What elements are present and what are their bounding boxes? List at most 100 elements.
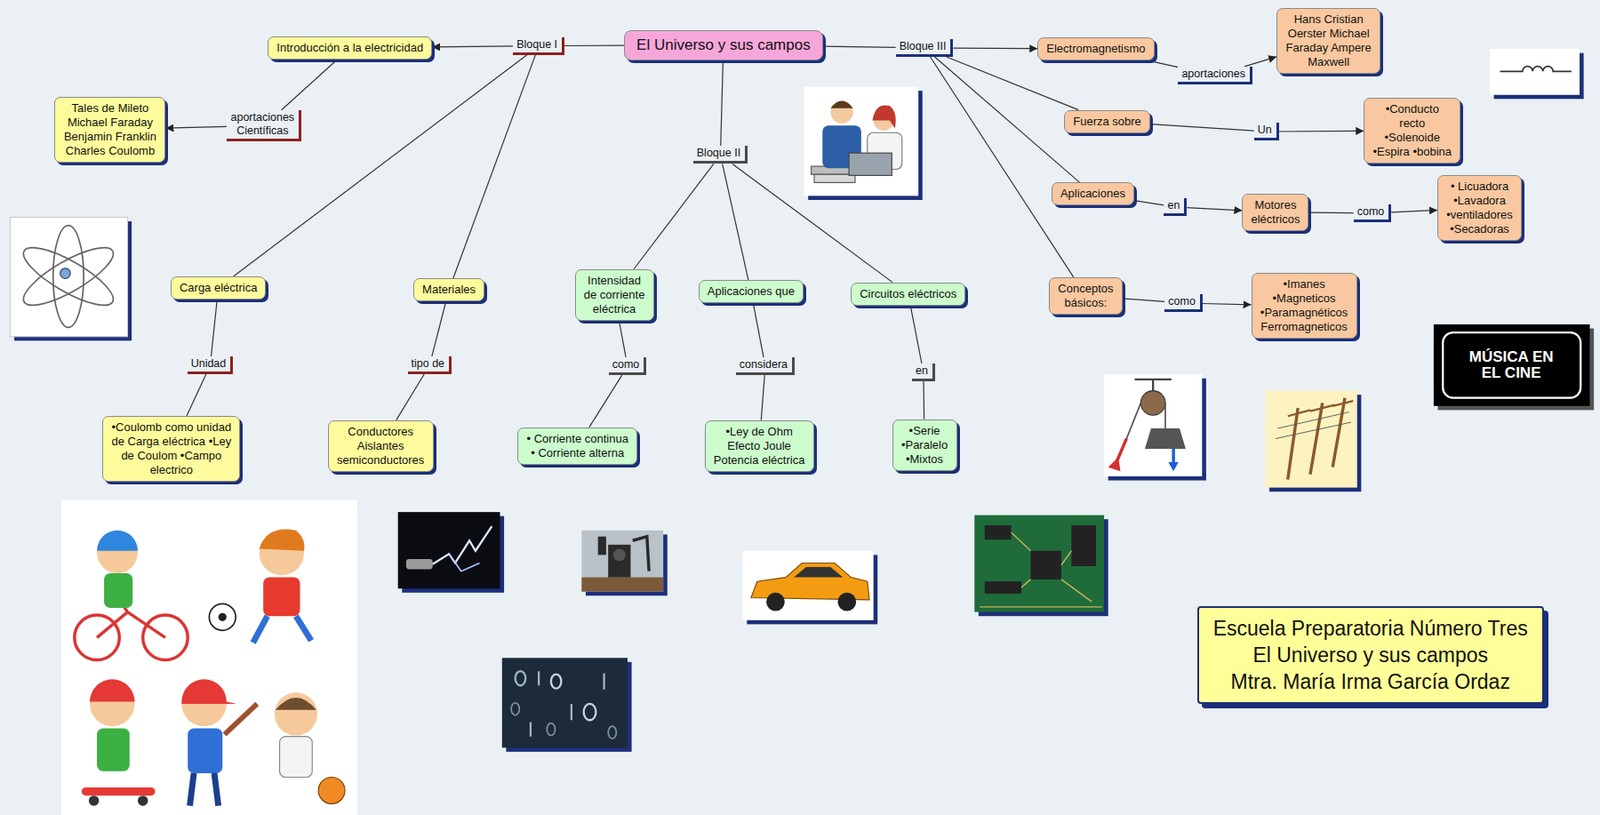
binary-picture-part	[530, 671, 605, 736]
spark-picture-part	[406, 559, 433, 569]
connector	[453, 55, 536, 279]
people-picture	[804, 87, 923, 200]
linking-phrase: aportaciones	[1177, 66, 1253, 85]
connector	[930, 56, 1074, 278]
node-text: •Coulomb como unidad de Carga eléctrica …	[111, 420, 232, 478]
atom-picture-part	[60, 268, 71, 279]
atom-picture-part	[9, 216, 128, 336]
connector	[281, 59, 338, 111]
spark-picture-part	[398, 512, 501, 589]
connector	[946, 56, 1079, 111]
logo-text: MÚSICA EN EL CINE	[1469, 349, 1554, 382]
node-text: Introducción a la electricidad	[276, 40, 424, 56]
pulley-picture-part	[1144, 428, 1186, 449]
telephone-picture-part	[632, 536, 649, 572]
concept-box: •Coulomb como unidad de Carga eléctrica …	[102, 416, 240, 482]
kids-picture-part	[96, 530, 138, 552]
connector	[910, 305, 922, 364]
binary-picture-part	[608, 726, 616, 739]
connector	[589, 375, 623, 428]
connector	[952, 48, 1038, 50]
concept-box: Conductores Aislantes semiconductores	[328, 420, 434, 472]
concept-box: Introducción a la electricidad	[267, 36, 432, 60]
binary-picture	[502, 657, 632, 752]
connector	[633, 163, 714, 269]
connector	[432, 45, 513, 48]
kids-picture-part	[208, 603, 236, 631]
node-text: tipo de	[411, 357, 446, 371]
people-picture-part	[830, 101, 853, 124]
linking-phrase: Un	[1254, 122, 1280, 141]
node-text: •Conducto recto •Solenoide •Espira •bobi…	[1372, 102, 1452, 160]
kids-picture-part	[274, 692, 318, 736]
connector	[732, 163, 893, 282]
connector	[752, 303, 764, 358]
connector	[211, 299, 218, 357]
kids-picture-part	[104, 573, 133, 608]
concept-box: Materiales	[413, 278, 485, 302]
node-text: Un	[1257, 123, 1272, 137]
circuit-board-picture-part	[1030, 551, 1061, 580]
connector	[396, 374, 424, 421]
inductor-symbol	[1489, 48, 1584, 99]
pulley-picture	[1104, 374, 1207, 480]
kids-picture-part	[137, 795, 148, 806]
concept-box: Aplicaciones que	[698, 280, 804, 304]
credit-box: Escuela Preparatoria Número TresEl Unive…	[1197, 606, 1544, 704]
car-picture-part	[837, 592, 856, 612]
node-text: Circuitos eléctricos	[859, 287, 957, 302]
connector	[720, 60, 724, 147]
kids-picture-part	[263, 577, 300, 617]
linking-phrase: como	[1164, 294, 1203, 312]
people-picture-part	[848, 152, 892, 176]
concept-box: Aplicaciones	[1051, 182, 1135, 206]
car-picture	[743, 551, 879, 625]
connector	[1244, 56, 1277, 67]
concept-box: •Ley de Ohm Efecto Joule Potencia eléctr…	[704, 420, 815, 472]
pulley-picture-part	[1164, 402, 1167, 429]
people-picture-part	[830, 101, 853, 109]
connector	[722, 163, 749, 280]
power-lines-picture-part	[1264, 391, 1357, 488]
atom-picture-part	[16, 237, 121, 315]
circuit-board-picture-part	[974, 515, 1104, 613]
binary-picture-part	[511, 703, 520, 716]
node-text: Conceptos básicos:	[1057, 281, 1114, 311]
inductor-symbol-part	[1489, 48, 1580, 96]
node-text: • Licuadora •Lavadora •ventiladores •Sec…	[1446, 179, 1513, 237]
atom-picture	[9, 216, 132, 341]
concept-box: Tales de Mileto Michael Faraday Benjamin…	[54, 96, 166, 163]
connector	[165, 126, 227, 128]
circuit-board-picture-part	[1071, 525, 1096, 567]
node-text: aportaciones	[1181, 67, 1246, 81]
concept-box: Carga eléctrica	[170, 276, 266, 300]
music-logo	[1433, 324, 1594, 410]
spark-picture-part	[448, 553, 480, 572]
music-logo-part	[1433, 324, 1591, 407]
node-text: Hans Cristian Oerster Michael Faraday Am…	[1285, 12, 1372, 70]
people-picture-part	[872, 105, 896, 129]
node-text: Mtra. María Irma García Ordaz	[1213, 668, 1528, 696]
connector	[1147, 60, 1178, 68]
connector	[1122, 298, 1165, 302]
concept-box: •Imanes •Magneticos •Paramagnéticos Ferr…	[1251, 272, 1358, 339]
power-lines-picture	[1264, 391, 1361, 493]
concept-box: Intensidad de corriente eléctrica	[575, 269, 655, 321]
kids-picture-part	[318, 777, 345, 805]
concept-box: Fuerza sobre	[1064, 110, 1151, 134]
inductor-symbol-part	[1500, 66, 1572, 72]
pulley-picture-part	[1171, 448, 1175, 464]
connector	[1279, 130, 1365, 133]
binary-picture-part	[584, 704, 597, 720]
telephone-picture-part	[581, 577, 664, 592]
music-logo-part	[1442, 332, 1581, 398]
connector	[1308, 212, 1353, 215]
kids-picture	[61, 499, 358, 815]
linking-phrase: como	[608, 357, 648, 376]
kids-picture-part	[259, 528, 305, 551]
power-lines-picture-part	[1288, 400, 1353, 416]
concept-box: Conceptos básicos:	[1048, 277, 1123, 315]
people-picture-part	[804, 87, 920, 197]
connector	[1391, 209, 1438, 212]
